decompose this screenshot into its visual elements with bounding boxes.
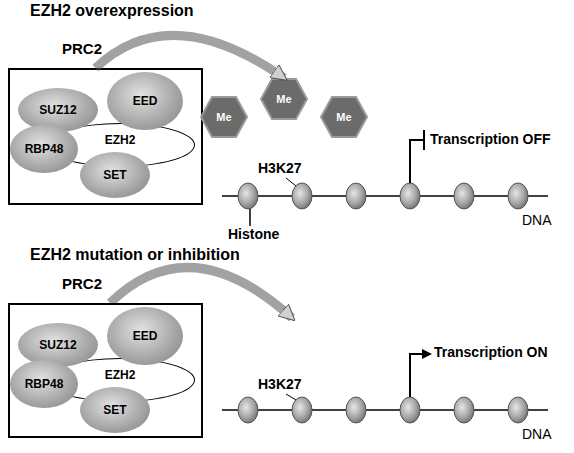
node-text: SET [103,403,126,417]
dna-label: DNA [522,212,552,228]
protein-ellipse: EED [107,307,183,365]
node-text: EED [133,329,158,343]
protein-ellipse: EED [107,72,183,130]
node-text: Me [336,111,351,123]
node-text: EZH2 [105,133,136,147]
leader-line [286,178,296,186]
node-text: SUZ12 [39,103,76,117]
state-label: Transcription OFF [430,131,551,147]
methyl-hexagon: Me [260,78,308,120]
methyl-hexagon: Me [320,96,368,138]
dna-strand [222,397,548,423]
node-text: Me [276,93,291,105]
node-text: Me [216,111,231,123]
leader-line [249,209,251,226]
node-text: RBP48 [25,142,64,156]
activation-arrow [410,354,430,397]
node-text: EZH2 [105,368,136,382]
dna-strand [222,183,548,209]
panel-heading: EZH2 mutation or inhibition [30,246,240,264]
protein-ellipse: SUZ12 [18,323,98,367]
histone-label: Histone [228,226,279,242]
histone-mark: H3K27 [258,160,302,176]
node-text: RBP48 [25,377,64,391]
complex-name: PRC2 [62,275,102,292]
histone-mark: H3K27 [258,376,302,392]
repression-mark [410,130,424,183]
protein-ellipse: SET [80,152,150,198]
state-label: Transcription ON [434,344,548,360]
methyl-hexagon: Me [200,96,248,138]
complex-name: PRC2 [62,40,102,57]
complex-box: PRC2SUZ12EEDRBP48EZH2SET [8,68,203,205]
node-text: EED [133,94,158,108]
complex-box: PRC2SUZ12EEDRBP48EZH2SET [8,303,203,438]
protein-ellipse: SUZ12 [18,88,98,132]
node-text: SUZ12 [39,338,76,352]
protein-ellipse: RBP48 [10,125,78,173]
protein-ellipse: RBP48 [10,360,78,408]
dna-label: DNA [522,426,552,442]
node-text: SET [103,168,126,182]
protein-ellipse: SET [80,387,150,433]
leader-line [286,394,296,400]
panel-heading: EZH2 overexpression [30,2,194,20]
